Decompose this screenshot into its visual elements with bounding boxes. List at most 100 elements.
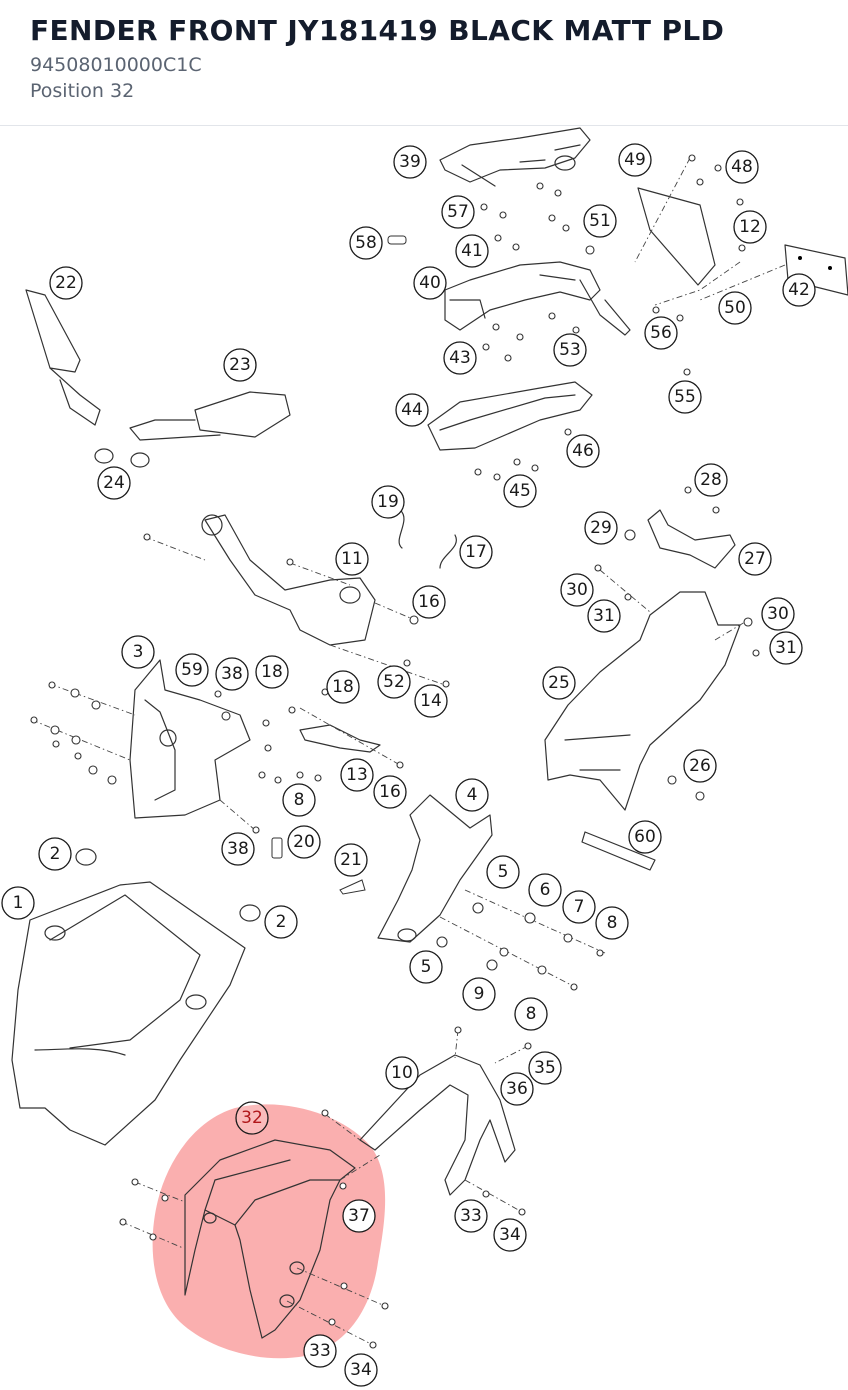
callout-57[interactable]: 57 <box>441 195 475 229</box>
callout-number: 23 <box>229 355 251 375</box>
callout-50[interactable]: 50 <box>718 291 752 325</box>
callout-31[interactable]: 31 <box>587 599 621 633</box>
callout-46[interactable]: 46 <box>566 434 600 468</box>
callout-16[interactable]: 16 <box>412 585 446 619</box>
callout-number: 36 <box>506 1079 528 1099</box>
callout-number: 9 <box>474 984 485 1004</box>
callout-8[interactable]: 8 <box>595 906 629 940</box>
callout-number: 26 <box>689 756 711 776</box>
part-fender-32 <box>184 1139 356 1339</box>
callout-number: 55 <box>674 387 696 407</box>
callout-19[interactable]: 19 <box>371 485 405 519</box>
callout-1[interactable]: 1 <box>1 886 35 920</box>
callout-number: 11 <box>341 549 363 569</box>
callout-number: 41 <box>461 241 483 261</box>
callout-number: 39 <box>399 152 421 172</box>
callout-7[interactable]: 7 <box>562 890 596 924</box>
callout-number: 31 <box>775 638 797 658</box>
callout-number: 16 <box>418 592 440 612</box>
callout-56[interactable]: 56 <box>644 316 678 350</box>
callout-26[interactable]: 26 <box>683 749 717 783</box>
callout-38[interactable]: 38 <box>221 832 255 866</box>
callout-10[interactable]: 10 <box>385 1056 419 1090</box>
callout-4[interactable]: 4 <box>455 778 489 812</box>
callout-38[interactable]: 38 <box>215 657 249 691</box>
position-32-highlight <box>152 1104 386 1359</box>
callout-5[interactable]: 5 <box>486 855 520 889</box>
callout-29[interactable]: 29 <box>584 511 618 545</box>
part-bracket-27 <box>647 509 736 569</box>
callout-number: 53 <box>559 340 581 360</box>
callout-60[interactable]: 60 <box>628 820 662 854</box>
callout-33[interactable]: 33 <box>303 1334 337 1368</box>
part-title: FENDER FRONT JY181419 BLACK MATT PLD <box>30 14 725 47</box>
callout-5[interactable]: 5 <box>409 950 443 984</box>
callout-number: 13 <box>346 765 368 785</box>
callout-number: 32 <box>241 1108 263 1128</box>
callout-27[interactable]: 27 <box>738 542 772 576</box>
callout-12[interactable]: 12 <box>733 210 767 244</box>
callout-22[interactable]: 22 <box>49 266 83 300</box>
callout-32[interactable]: 32 <box>235 1101 269 1135</box>
callout-17[interactable]: 17 <box>459 535 493 569</box>
callout-8[interactable]: 8 <box>514 997 548 1031</box>
callout-16[interactable]: 16 <box>373 775 407 809</box>
callout-34[interactable]: 34 <box>344 1353 378 1387</box>
callout-2[interactable]: 2 <box>38 837 72 871</box>
callout-53[interactable]: 53 <box>553 333 587 367</box>
callout-9[interactable]: 9 <box>462 977 496 1011</box>
callout-30[interactable]: 30 <box>560 573 594 607</box>
callout-48[interactable]: 48 <box>725 150 759 184</box>
callout-36[interactable]: 36 <box>500 1072 534 1106</box>
callout-number: 20 <box>293 832 315 852</box>
callout-number: 50 <box>724 298 746 318</box>
callout-number: 22 <box>55 273 77 293</box>
callout-number: 14 <box>420 691 442 711</box>
callout-52[interactable]: 52 <box>377 665 411 699</box>
part-plate-49 <box>637 187 716 286</box>
callout-18[interactable]: 18 <box>255 655 289 689</box>
callout-31[interactable]: 31 <box>769 631 803 665</box>
callout-43[interactable]: 43 <box>443 341 477 375</box>
callout-14[interactable]: 14 <box>414 684 448 718</box>
callout-21[interactable]: 21 <box>334 843 368 877</box>
callout-51[interactable]: 51 <box>583 204 617 238</box>
callout-28[interactable]: 28 <box>694 463 728 497</box>
callout-23[interactable]: 23 <box>223 348 257 382</box>
callout-37[interactable]: 37 <box>342 1199 376 1233</box>
callout-number: 57 <box>447 202 469 222</box>
callout-39[interactable]: 39 <box>393 145 427 179</box>
callout-number: 18 <box>332 677 354 697</box>
callout-45[interactable]: 45 <box>503 474 537 508</box>
callout-13[interactable]: 13 <box>340 758 374 792</box>
callout-34[interactable]: 34 <box>493 1218 527 1252</box>
callout-35[interactable]: 35 <box>528 1051 562 1085</box>
callout-41[interactable]: 41 <box>455 234 489 268</box>
header: FENDER FRONT JY181419 BLACK MATT PLD 945… <box>0 0 848 126</box>
callout-59[interactable]: 59 <box>175 653 209 687</box>
callout-44[interactable]: 44 <box>395 393 429 427</box>
callout-49[interactable]: 49 <box>618 143 652 177</box>
callout-58[interactable]: 58 <box>349 226 383 260</box>
callout-24[interactable]: 24 <box>97 466 131 500</box>
callout-6[interactable]: 6 <box>528 873 562 907</box>
callout-number: 46 <box>572 441 594 461</box>
callout-11[interactable]: 11 <box>335 542 369 576</box>
part-strip-60 <box>581 831 656 871</box>
callout-8[interactable]: 8 <box>282 783 316 817</box>
callout-number: 30 <box>566 580 588 600</box>
callout-33[interactable]: 33 <box>454 1199 488 1233</box>
callout-25[interactable]: 25 <box>542 666 576 700</box>
callout-number: 6 <box>540 880 551 900</box>
callout-number: 45 <box>509 481 531 501</box>
callout-42[interactable]: 42 <box>782 273 816 307</box>
callout-20[interactable]: 20 <box>287 825 321 859</box>
callout-55[interactable]: 55 <box>668 380 702 414</box>
callout-3[interactable]: 3 <box>121 635 155 669</box>
callout-2[interactable]: 2 <box>264 905 298 939</box>
callout-18[interactable]: 18 <box>326 670 360 704</box>
callout-30[interactable]: 30 <box>761 597 795 631</box>
callout-number: 17 <box>465 542 487 562</box>
callout-40[interactable]: 40 <box>413 266 447 300</box>
callout-number: 2 <box>50 844 61 864</box>
